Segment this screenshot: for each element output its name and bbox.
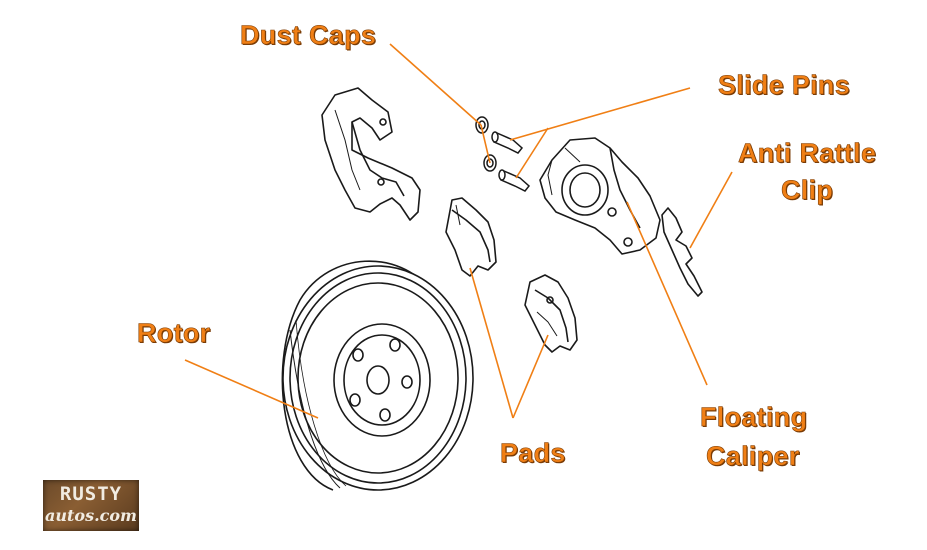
anti-rattle-clip-icon xyxy=(661,207,703,297)
leader-rotor xyxy=(184,359,319,419)
leader-dust-caps xyxy=(480,124,491,164)
leader-dust-caps xyxy=(389,43,482,126)
brake-rotor-icon xyxy=(281,260,474,491)
brake-pad-icon xyxy=(445,197,497,277)
logo-text-rusty: RUSTY xyxy=(59,483,123,505)
brake-pad-icon xyxy=(524,274,578,353)
caliper-bracket-icon xyxy=(321,87,421,221)
leader-anti-rattle xyxy=(689,171,733,249)
leader-lines xyxy=(184,43,733,419)
rustyautos-logo: RUSTY autos.com xyxy=(43,480,139,531)
rotor-label: Rotor xyxy=(137,318,211,349)
floating-caliper-label-line2: Caliper xyxy=(706,441,800,472)
dust-caps-label: Dust Caps xyxy=(240,20,377,51)
slide-pins-label: Slide Pins xyxy=(718,70,851,101)
pads-label: Pads xyxy=(500,438,566,469)
logo-text-autos: autos.com xyxy=(45,506,137,525)
floating-caliper-label-line1: Floating xyxy=(700,402,808,433)
leader-pads xyxy=(469,267,514,419)
slide-pin-icon xyxy=(491,131,531,192)
leader-floating-caliper xyxy=(626,201,708,386)
anti-rattle-clip-label-line1: Anti Rattle xyxy=(738,138,877,169)
floating-caliper-icon xyxy=(539,137,661,255)
leader-pads xyxy=(512,334,549,419)
anti-rattle-clip-label-line2: Clip xyxy=(781,175,834,206)
leader-slide-pins xyxy=(515,127,549,179)
leader-slide-pins xyxy=(509,87,691,141)
